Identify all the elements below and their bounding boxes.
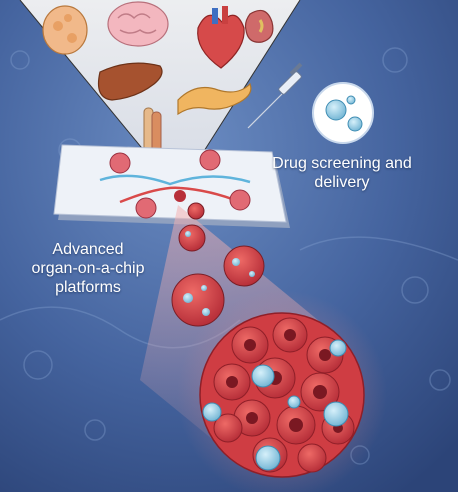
chip-device xyxy=(53,144,290,228)
organ-breast xyxy=(42,5,88,55)
organ-bone xyxy=(143,107,162,159)
caption-line: Advanced xyxy=(52,241,124,258)
spheroid-medium-2 xyxy=(171,273,225,327)
caption-line: organ-on-a-chip xyxy=(31,260,145,277)
organ-heart xyxy=(197,6,245,69)
caption-line: Drug screening and xyxy=(272,155,412,172)
organ-liver xyxy=(97,62,163,101)
caption-line: platforms xyxy=(55,279,121,296)
drug-screening-caption: Drug screening and delivery xyxy=(262,154,422,192)
organ-brain xyxy=(107,1,169,47)
spheroid-small-2 xyxy=(178,224,206,252)
organ-pancreas xyxy=(177,82,252,116)
caption-line: delivery xyxy=(314,174,370,191)
organ-on-chip-caption: Advanced organ-on-a-chip platforms xyxy=(8,240,168,297)
drug-vesicle xyxy=(312,82,374,144)
spheroid-medium-1 xyxy=(223,245,265,287)
organ-kidney xyxy=(244,9,274,43)
syringe xyxy=(247,62,303,129)
tumor-mass xyxy=(177,290,387,492)
spheroid-small-1 xyxy=(187,202,205,220)
